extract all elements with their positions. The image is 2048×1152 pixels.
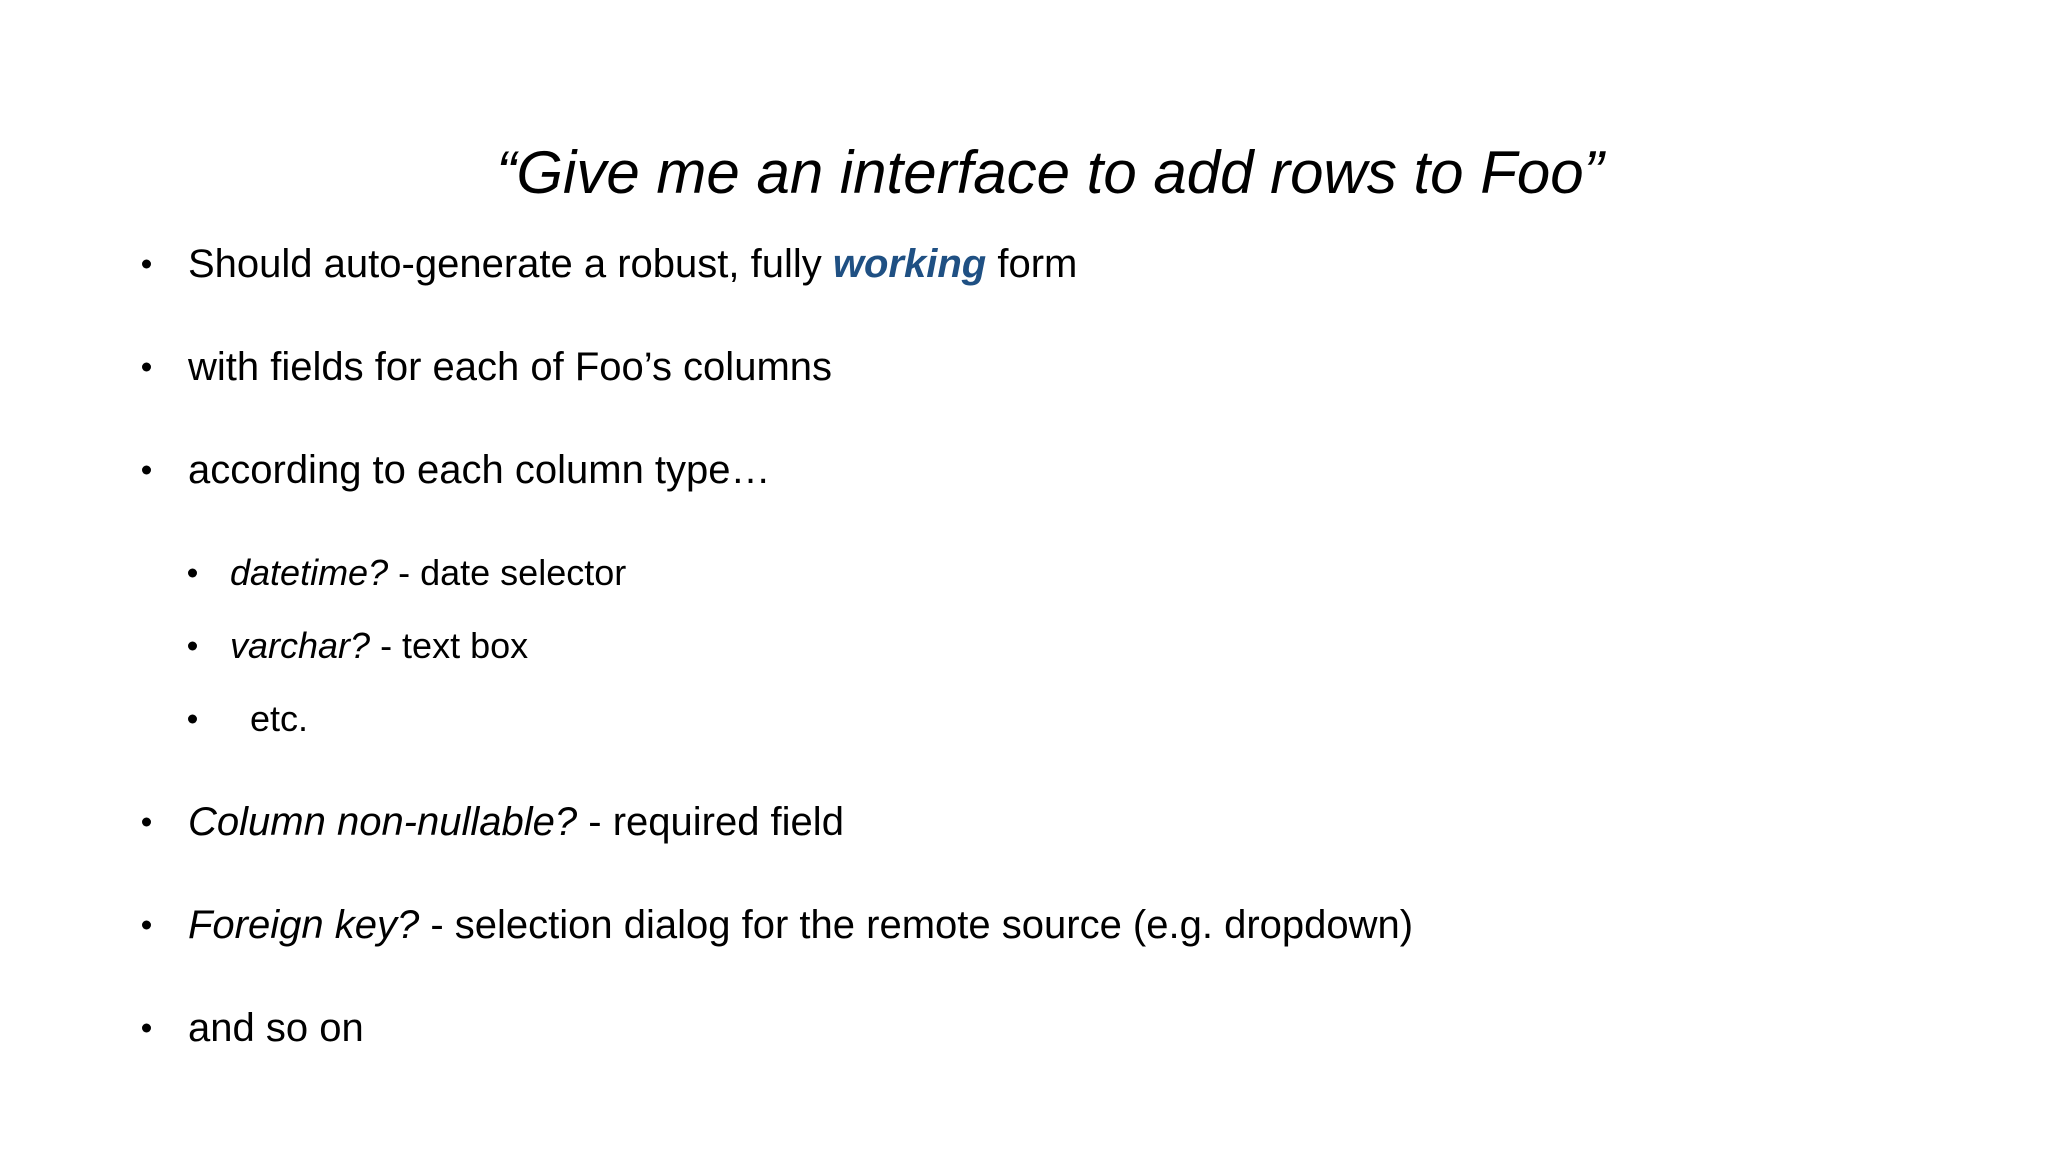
bullet-text-run: - required field: [577, 800, 844, 844]
bullet-item-label: Foreign key? - selection dialog for the …: [188, 899, 1413, 951]
bullet-text-run: datetime?: [230, 552, 389, 593]
bullet-dot-icon: [142, 1023, 151, 1033]
bullet-item-label: Should auto-generate a robust, fully wor…: [188, 238, 1077, 290]
bullet-text-run: - selection dialog for the remote source…: [419, 903, 1414, 947]
bullet-dot-icon: [142, 465, 151, 475]
bullet-text-run: Should auto-generate a robust, fully: [188, 242, 833, 286]
bullet-item-label: with fields for each of Foo’s columns: [188, 341, 832, 393]
bullet-text-run: working: [832, 242, 987, 286]
bullet-text-run: and so on: [188, 1006, 364, 1050]
bullet-dot-icon: [142, 817, 151, 827]
bullet-text-run: according to each column type…: [188, 448, 771, 492]
bullet-item-label: datetime? - date selector: [230, 547, 626, 599]
slide-title: “Give me an interface to add rows to Foo…: [0, 138, 2048, 207]
bullet-dot-icon: [188, 641, 197, 651]
bullet-item-label: varchar? - text box: [230, 620, 528, 672]
bullet-item-level-1: according to each column type…: [0, 444, 2048, 496]
bullet-text-run: with fields for each of Foo’s columns: [188, 345, 833, 389]
bullet-item-level-1: Foreign key? - selection dialog for the …: [0, 899, 2048, 951]
bullet-dot-icon: [142, 259, 151, 269]
slide-title-text: “Give me an interface to add rows to Foo…: [496, 139, 1604, 207]
bullet-dot-icon: [188, 568, 197, 578]
bullet-item-level-1: Column non-nullable? - required field: [0, 796, 2048, 848]
bullet-dot-icon: [142, 362, 151, 372]
bullet-text-run: Column non-nullable?: [188, 800, 578, 844]
bullet-item-level-1: Should auto-generate a robust, fully wor…: [0, 238, 2048, 290]
bullet-item-level-2: varchar? - text box: [0, 620, 2048, 672]
bullet-text-run: form: [986, 242, 1078, 286]
bullet-item-level-2: etc.: [0, 693, 2048, 745]
bullet-text-run: - text box: [370, 625, 529, 666]
slide-body-bullet-list: Should auto-generate a robust, fully wor…: [0, 238, 2048, 1105]
bullet-item-label: according to each column type…: [188, 444, 771, 496]
bullet-text-run: varchar?: [230, 625, 371, 666]
bullet-item-label: and so on: [188, 1002, 364, 1054]
bullet-dot-icon: [188, 714, 197, 724]
bullet-item-level-1: with fields for each of Foo’s columns: [0, 341, 2048, 393]
bullet-item-label: etc.: [230, 693, 308, 745]
bullet-text-run: - date selector: [388, 552, 627, 593]
bullet-item-label: Column non-nullable? - required field: [188, 796, 844, 848]
bullet-text-run: Foreign key?: [188, 903, 420, 947]
bullet-item-level-1: and so on: [0, 1002, 2048, 1054]
bullet-item-level-2: datetime? - date selector: [0, 547, 2048, 599]
bullet-text-run: etc.: [230, 698, 309, 739]
bullet-dot-icon: [142, 920, 151, 930]
